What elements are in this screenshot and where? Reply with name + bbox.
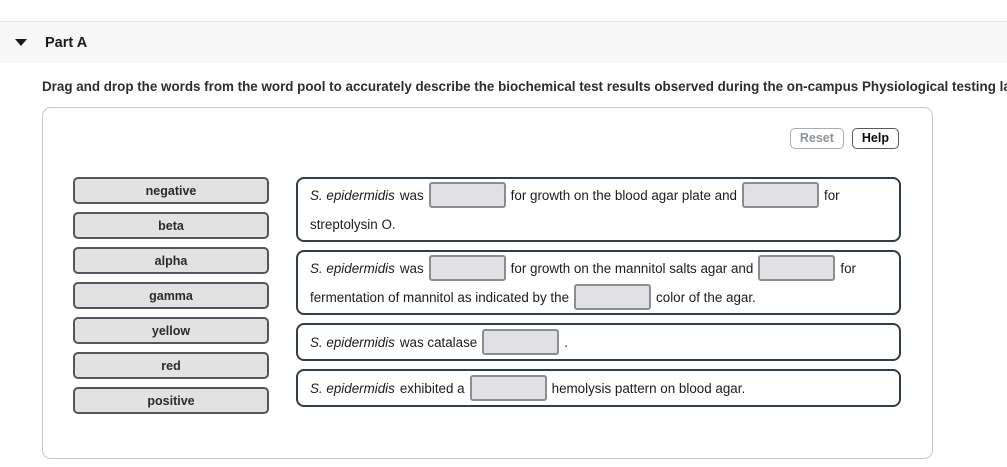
word-chip-gamma[interactable]: gamma <box>73 282 269 309</box>
sentence-text: . <box>564 334 568 350</box>
sentence-line: S. epidermidis exhibited a hemolysis pat… <box>310 374 887 403</box>
word-chip-yellow[interactable]: yellow <box>73 317 269 344</box>
species-name: S. epidermidis <box>310 334 395 350</box>
drop-blank-7[interactable] <box>469 375 547 401</box>
sentence-box-catalase: S. epidermidis was catalase . <box>296 323 901 361</box>
sentence-text: for growth on the mannitol salts agar an… <box>510 260 754 276</box>
instruction-text: Drag and drop the words from the word po… <box>42 79 1007 94</box>
reset-button[interactable]: Reset <box>789 128 844 149</box>
species-name: S. epidermidis <box>310 380 395 396</box>
sentence-text: color of the agar. <box>656 289 756 305</box>
word-chip-positive[interactable]: positive <box>73 387 269 414</box>
sentence-text: for growth on the blood agar plate and <box>510 187 737 203</box>
sentence-line: S. epidermidis was catalase . <box>310 328 887 357</box>
sentence-line: streptolysin O. <box>310 210 887 239</box>
word-chip-alpha[interactable]: alpha <box>73 247 269 274</box>
sentence-text: for <box>840 260 856 276</box>
sentence-line: S. epidermidis was for growth on the blo… <box>310 181 887 210</box>
sentence-text: exhibited a <box>399 380 465 396</box>
sentence-line: S. epidermidis was for growth on the man… <box>310 254 887 283</box>
part-title: Part A <box>45 34 88 51</box>
sentence-list: S. epidermidis was for growth on the blo… <box>296 177 901 415</box>
sentence-box-mannitol-agar: S. epidermidis was for growth on the man… <box>296 250 901 315</box>
word-chip-beta[interactable]: beta <box>73 212 269 239</box>
sentence-text: streptolysin O. <box>310 216 396 232</box>
toolbar: Reset Help <box>789 128 899 149</box>
sentence-line: fermentation of mannitol as indicated by… <box>310 283 887 312</box>
sentence-box-hemolysis: S. epidermidis exhibited a hemolysis pat… <box>296 369 901 407</box>
species-name: S. epidermidis <box>310 187 395 203</box>
sentence-text: for <box>824 187 840 203</box>
species-name: S. epidermidis <box>310 260 395 276</box>
drop-blank-6[interactable] <box>482 329 560 355</box>
part-a-header: Part A <box>0 21 1007 63</box>
sentence-text: fermentation of mannitol as indicated by… <box>310 289 570 305</box>
word-pool: negative beta alpha gamma yellow red pos… <box>73 177 269 422</box>
sentence-text: was <box>399 187 424 203</box>
activity-panel: Reset Help negative beta alpha gamma yel… <box>42 107 933 459</box>
word-chip-negative[interactable]: negative <box>73 177 269 204</box>
help-button[interactable]: Help <box>851 128 899 149</box>
drop-blank-4[interactable] <box>758 255 836 281</box>
sentence-text: was catalase <box>399 334 478 350</box>
drop-blank-2[interactable] <box>742 182 819 208</box>
word-chip-red[interactable]: red <box>73 352 269 379</box>
drop-blank-5[interactable] <box>574 284 652 310</box>
sentence-box-blood-agar: S. epidermidis was for growth on the blo… <box>296 177 901 242</box>
sentence-text: was <box>399 260 424 276</box>
sentence-text: hemolysis pattern on blood agar. <box>551 380 746 396</box>
collapse-triangle-icon[interactable] <box>15 39 27 46</box>
drop-blank-3[interactable] <box>428 255 506 281</box>
drop-blank-1[interactable] <box>428 182 506 208</box>
